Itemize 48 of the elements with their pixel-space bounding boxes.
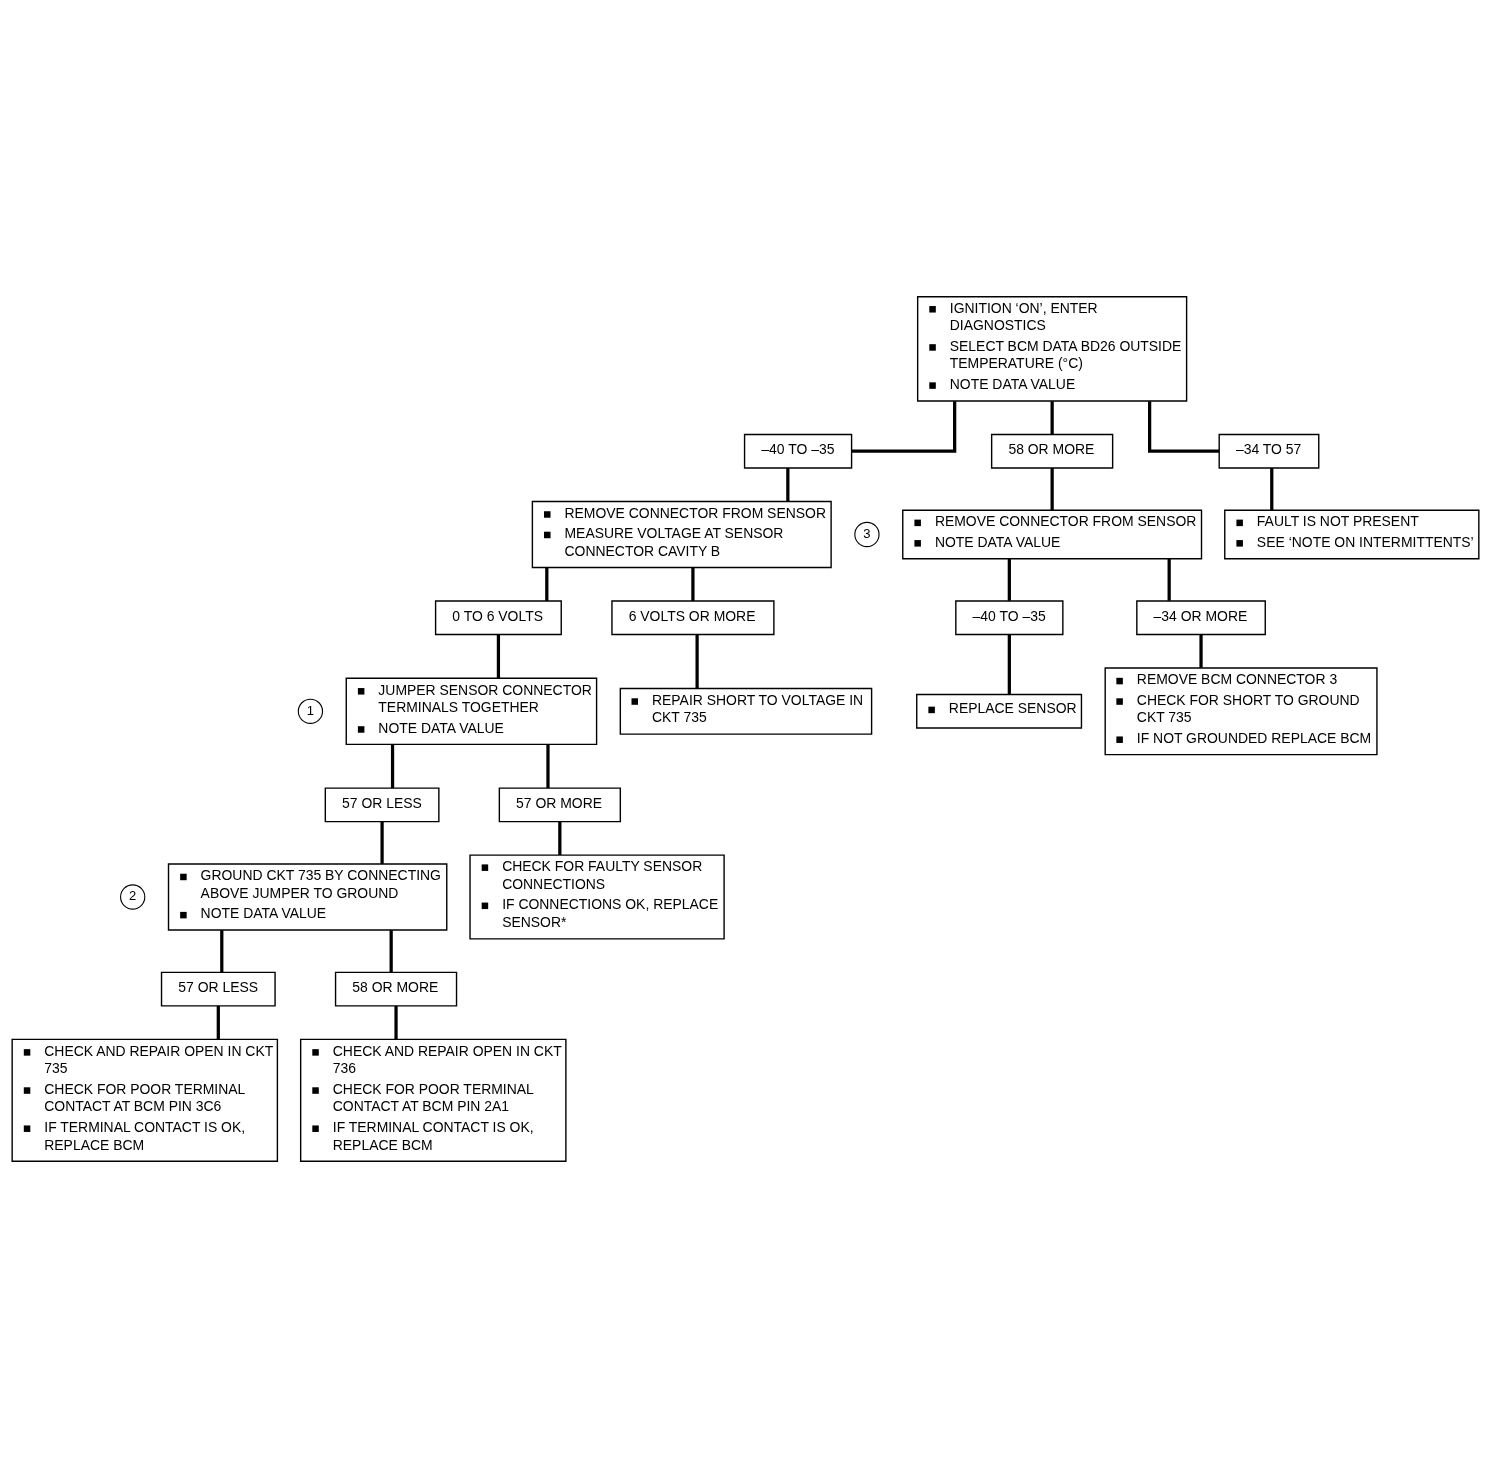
node-box: CHECK FOR FAULTY SENSOR CONNECTIONS IF CONNECTIONS OK, REPLACE SENSOR* (469, 853, 725, 940)
connector (695, 634, 699, 688)
connector (220, 929, 224, 972)
connector (496, 634, 501, 678)
connector (786, 467, 790, 501)
connector (1148, 400, 1220, 453)
connector (546, 744, 550, 788)
connector (1270, 467, 1274, 510)
node-box: 57 OR MORE (498, 786, 622, 822)
connector (1199, 634, 1203, 668)
connector (394, 1005, 398, 1039)
connector (1007, 634, 1011, 694)
connector (558, 821, 562, 855)
node-box: –40 TO –35 (955, 599, 1064, 635)
node-box: REPAIR SHORT TO VOLTAGE IN CKT 735 (619, 687, 873, 735)
node-label: 2 (128, 887, 137, 903)
connector (691, 567, 695, 601)
node-box: GROUND CKT 735 BY CONNECTING ABOVE JUMPER TO GROUND NOTE DATA VALUE (167, 862, 448, 931)
node-box: JUMPER SENSOR CONNECTOR TERMINALS TOGETHER NOTE DATA VALUE (345, 677, 598, 745)
connector (390, 744, 395, 788)
node-box: 57 OR LESS (324, 786, 440, 822)
connector (545, 567, 549, 601)
connector (380, 821, 384, 864)
connector (1167, 558, 1171, 601)
node-box: 57 OR LESS (160, 971, 276, 1007)
connector (216, 1005, 220, 1039)
node-box: REMOVE CONNECTOR FROM SENSOR NOTE DATA VALUE (902, 509, 1203, 559)
node-box: 6 VOLTS OR MORE (611, 599, 775, 635)
node-label: 3 (863, 525, 871, 541)
connector (1007, 558, 1011, 601)
node-box: REMOVE CONNECTOR FROM SENSOR MEASURE VOLTAGE AT SENSOR CONNECTOR CAVITY B (531, 500, 832, 568)
node-box: 58 OR MORE (334, 971, 458, 1007)
connector (389, 929, 393, 972)
node-box: FAULT IS NOT PRESENT SEE ‘NOTE ON INTERMITTENTS’ (1224, 509, 1480, 559)
node-box: CHECK AND REPAIR OPEN IN CKT 736 CHECK FOR POOR TERMINAL CONTACT AT BCM PIN 2A1 IF TERMINAL CONTACT IS OK, REPLACE BCM (299, 1038, 567, 1162)
node-box: 58 OR MORE (990, 433, 1114, 469)
connector (1050, 467, 1054, 510)
node-label: 1 (306, 702, 314, 718)
node-box: 0 TO 6 VOLTS (434, 599, 562, 635)
node-box: –40 TO –35 (743, 433, 853, 469)
node-box: CHECK AND REPAIR OPEN IN CKT 735 CHECK FOR POOR TERMINAL CONTACT AT BCM PIN 3C6 IF TERMINAL CONTACT IS OK, REPLACE BCM (11, 1038, 279, 1162)
node-box: –34 TO 57 (1218, 433, 1320, 469)
node-box: IGNITION ‘ON’, ENTER DIAGNOSTICS SELECT BCM DATA BD26 OUTSIDE TEMPERATURE (°C) NOTE DATA VALUE (916, 295, 1188, 402)
node-box: –34 OR MORE (1136, 599, 1266, 635)
connector (851, 400, 957, 453)
connector (1050, 400, 1054, 434)
node-box: REPLACE SENSOR (916, 693, 1083, 729)
node-box: REMOVE BCM CONNECTOR 3 CHECK FOR SHORT TO GROUND CKT 735 IF NOT GROUNDED REPLACE BCM (1104, 666, 1378, 755)
